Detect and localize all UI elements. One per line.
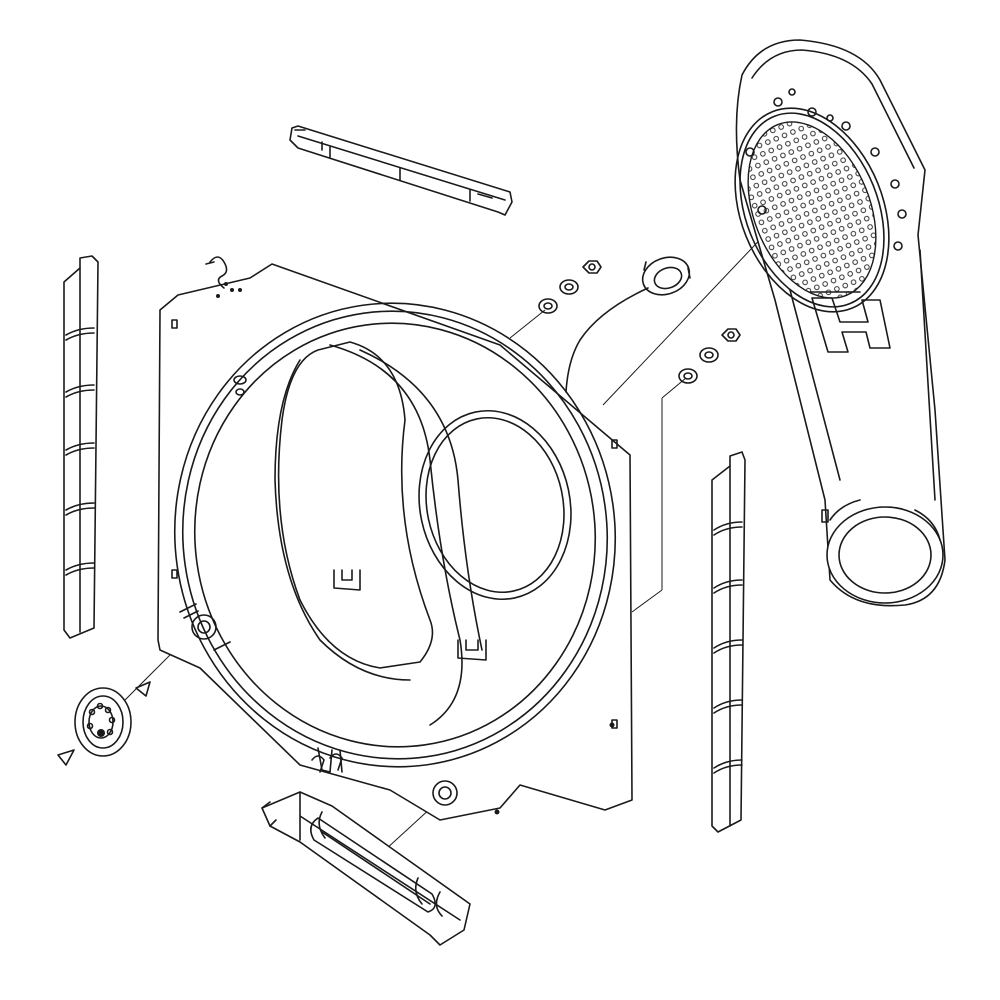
drum-bearing [74, 687, 132, 757]
wire-harness-clip [205, 256, 228, 289]
thermistor [565, 256, 691, 393]
bottom-bracket [261, 791, 471, 946]
retaining-clips [57, 681, 151, 766]
top-bracket [289, 125, 513, 216]
nuts [582, 260, 741, 342]
right-side-seal-strip [711, 451, 746, 833]
left-side-seal-strip [63, 255, 99, 639]
blower-housing [734, 39, 946, 607]
housing-bolt-holes [745, 88, 907, 251]
wire-clip-bottom [311, 753, 343, 773]
washers [538, 279, 719, 384]
rear-bulkhead [157, 263, 633, 821]
